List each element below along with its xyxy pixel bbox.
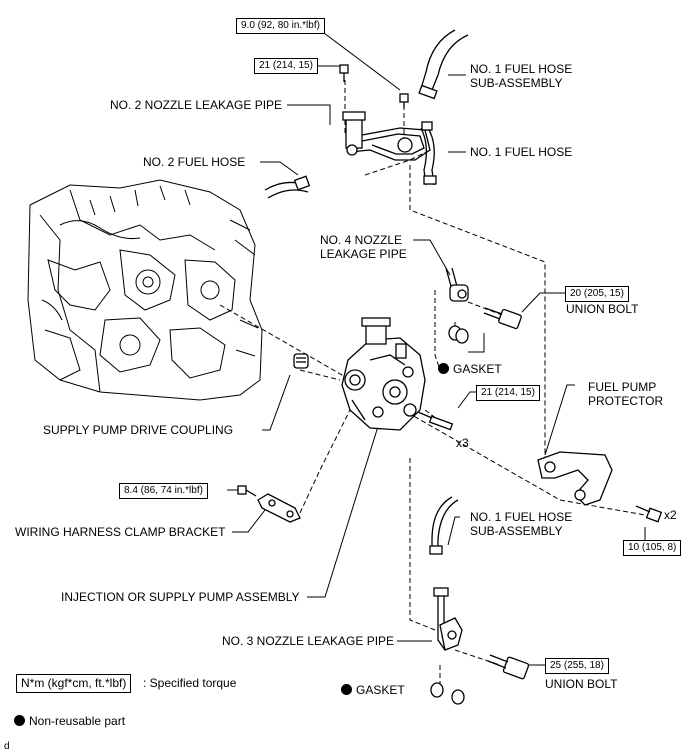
label-supply-pump-drive-coupling: SUPPLY PUMP DRIVE COUPLING — [43, 423, 234, 437]
no3-nozzle-leakage-pipe — [433, 587, 463, 651]
bolt-8-4 — [237, 485, 257, 497]
no1-fuel-hose-sub-assembly-bottom — [429, 496, 459, 555]
gasket-top-text: GASKET — [453, 362, 502, 376]
label-no2-fuel-hose: NO. 2 FUEL HOSE — [143, 155, 246, 169]
engine-block-illustration — [27, 179, 263, 401]
non-reusable-marker — [438, 363, 449, 374]
torque-box-25: 25 (255, 18) — [545, 658, 609, 674]
label-line-2: SUB-ASSEMBLY — [470, 524, 563, 538]
legend-torque-desc: : Specified torque — [143, 676, 237, 690]
torque-box-21-top: 21 (214, 15) — [254, 58, 318, 74]
label-no4-nozzle-leakage-pipe: NO. 4 NOZZLE LEAKAGE PIPE — [320, 233, 407, 261]
legend-non-reusable: Non-reusable part — [14, 714, 125, 728]
union-bolt-bottom — [487, 654, 530, 680]
label-x2: x2 — [664, 508, 677, 522]
alignment-lines — [219, 80, 646, 690]
label-wiring-harness-clamp-bracket: WIRING HARNESS CLAMP BRACKET — [15, 525, 226, 539]
gasket-bottom — [430, 682, 465, 705]
no1-fuel-hose-sub-assembly-top — [418, 29, 469, 100]
figure-code: d — [4, 741, 10, 752]
label-union-bolt-top: UNION BOLT — [566, 302, 639, 316]
label-no3-nozzle-leakage-pipe: NO. 3 NOZZLE LEAKAGE PIPE — [222, 634, 395, 648]
supply-pump-drive-coupling — [293, 353, 309, 369]
torque-box-20: 20 (205, 15) — [565, 286, 629, 302]
torque-box-10: 10 (105, 8) — [623, 540, 682, 556]
label-line-1: NO. 1 FUEL HOSE — [470, 510, 573, 524]
non-reusable-marker — [14, 715, 25, 726]
label-line-1: NO. 1 FUEL HOSE — [470, 62, 573, 76]
injection-pump-assembly — [341, 317, 426, 431]
torque-box-21-mid: 21 (214, 15) — [476, 385, 540, 401]
wiring-harness-clamp-bracket — [257, 493, 301, 523]
torque-box-9-0: 9.0 (92, 80 in.*lbf) — [236, 18, 325, 34]
no4-nozzle-leakage-pipe — [445, 267, 469, 302]
union-bolt-top — [483, 307, 522, 330]
no1-fuel-hose — [420, 121, 437, 186]
label-no1-fuel-hose-sub-top: NO. 1 FUEL HOSE SUB-ASSEMBLY — [470, 62, 572, 90]
label-x3: x3 — [456, 436, 469, 450]
label-line-2: SUB-ASSEMBLY — [470, 76, 563, 90]
label-union-bolt-bottom: UNION BOLT — [545, 677, 618, 691]
label-gasket-bottom: GASKET — [341, 683, 405, 697]
label-no1-fuel-hose: NO. 1 FUEL HOSE — [470, 145, 573, 159]
label-fuel-pump-protector: FUEL PUMP PROTECTOR — [588, 380, 663, 408]
no2-fuel-hose — [264, 175, 311, 199]
gasket-bottom-text: GASKET — [356, 683, 405, 697]
torque-box-8-4: 8.4 (86, 74 in.*lbf) — [119, 483, 208, 499]
label-no1-fuel-hose-sub-bottom: NO. 1 FUEL HOSE SUB-ASSEMBLY — [470, 510, 572, 538]
leader-lines — [227, 29, 660, 666]
label-injection-pump-assembly: INJECTION OR SUPPLY PUMP ASSEMBLY — [61, 590, 300, 604]
stud-bolts-x3 — [417, 411, 454, 431]
label-gasket-top: GASKET — [438, 362, 502, 376]
label-line-2: LEAKAGE PIPE — [320, 247, 407, 261]
legend-non-reusable-text: Non-reusable part — [29, 714, 126, 728]
fuel-pump-protector — [537, 451, 613, 506]
bolt-9-top — [399, 93, 409, 108]
label-line-1: FUEL PUMP — [588, 380, 657, 394]
bolt-x2 — [635, 505, 663, 523]
gasket-top — [448, 325, 469, 344]
legend-torque-unit-box: N*m (kgf*cm, ft.*lbf) — [16, 674, 132, 693]
label-line-1: NO. 4 NOZZLE — [320, 233, 403, 247]
label-no2-nozzle-leakage-pipe: NO. 2 NOZZLE LEAKAGE PIPE — [110, 98, 283, 112]
no2-nozzle-leakage-pipe — [342, 111, 431, 161]
non-reusable-marker — [341, 684, 352, 695]
bolt-21-top — [339, 64, 349, 82]
label-line-2: PROTECTOR — [588, 394, 664, 408]
